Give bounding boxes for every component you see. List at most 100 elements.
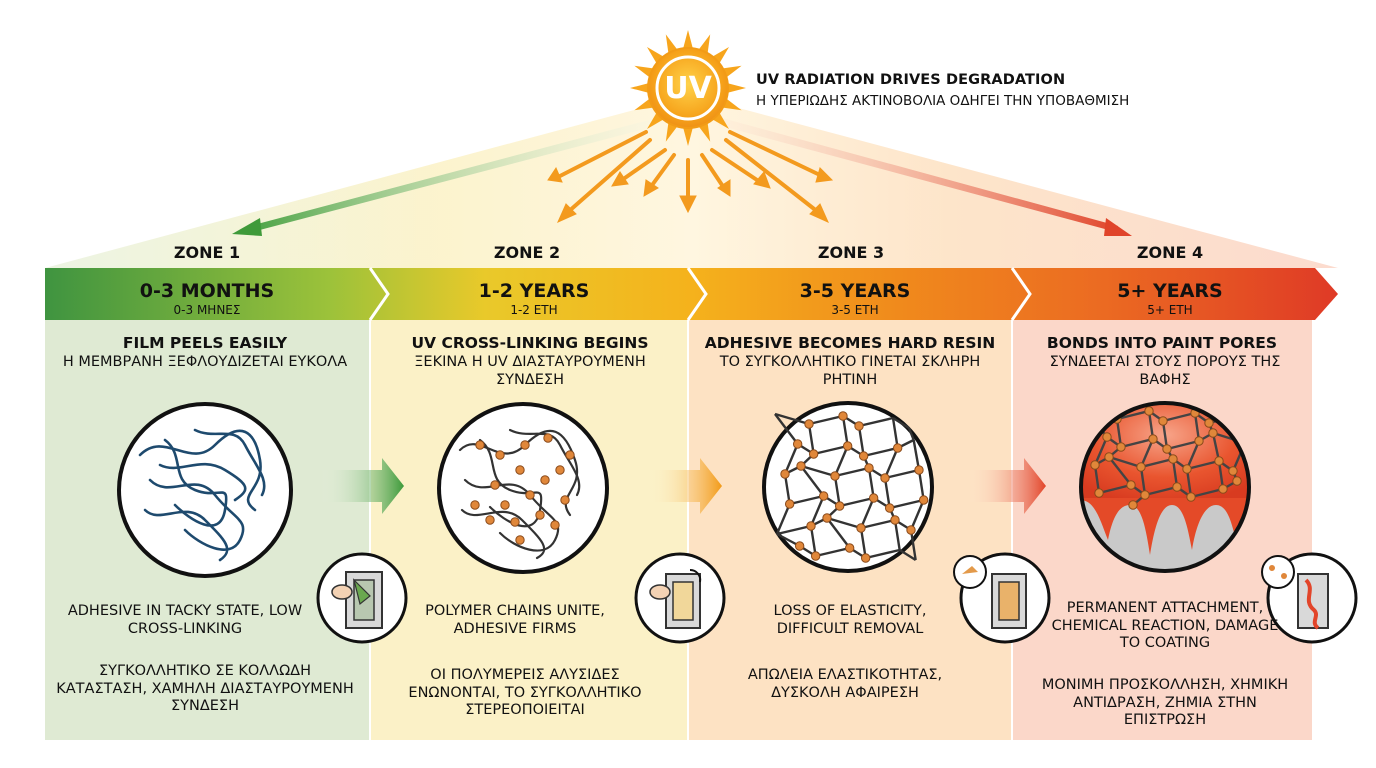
crosslink-node [495,450,505,460]
beam-to-zone-1 [250,118,660,232]
network-bond [859,527,867,559]
zone-2-label: ZONE 2 [493,243,561,262]
network-node [834,501,845,511]
network-node [830,471,840,481]
zone-3-description-gr: ΑΠΩΛΕΙΑ ΕΛΑΣΤΙΚΟΤΗΤΑΣ, ΔΥΣΚΟΛΗ ΑΦΑΙΡΕΣΗ [747,667,943,701]
network-node [1144,406,1154,416]
zone-arrow-1-to-2 [320,458,404,514]
zone-3-period-gr: 3-5 ΕΤΗ [831,303,879,317]
film-peeling-resistance-icon [634,552,726,644]
network-node [914,465,924,475]
network-bond [917,469,925,501]
network-node [822,513,832,523]
sun-spike [698,122,711,142]
zone-arrow-3-to-4 [968,458,1046,514]
network-node [1116,442,1126,452]
network-bond [1140,457,1174,469]
network-bond [1116,409,1150,421]
network-node [792,439,803,449]
network-bond [883,447,899,479]
uv-symbol-label: UV [664,71,712,106]
sun-spike [722,65,742,78]
network-node [1204,418,1214,428]
network-bond [1093,436,1109,466]
network-bond [889,498,924,510]
network-node [1186,492,1196,502]
zone-1-heading-gr: Η ΜΕΜΒΡΑΝΗ ΞΕΦΛΟΥΔΙΖΕΤΑΙ ΕΥΚΟΛΑ [62,354,348,370]
uv-sun-icon [630,30,746,146]
network-bond [800,464,836,478]
sun-spike [683,127,693,146]
network-node [890,515,900,525]
network-node [1228,466,1238,476]
network-bond [1185,468,1193,498]
network-node [1182,464,1192,474]
network-node [810,551,821,561]
network-node [1102,432,1112,442]
network-node [838,411,848,421]
network-bond [1211,432,1221,462]
crosslink-node [515,465,525,475]
zone-4-label: ZONE 4 [1136,243,1204,262]
coating-damage-icon [1261,552,1358,644]
zone-2-heading-gr: ΞΕΚΙΝΑ Η UV ΔΙΑΣΤΑΥΡΟΥΜΕΝΗ ΣΥΝΔΕΣΗ [414,354,646,388]
network-bond [912,439,921,471]
network-bond [863,446,898,458]
network-node [1162,444,1172,454]
network-node [1214,456,1224,466]
network-bond [834,466,870,478]
network-bond [774,412,810,426]
zone-3-heading-gr: ΤΟ ΣΥΓΚΟΛΛΗΤΙΚΟ ΓΙΝΕΤΑΙ ΣΚΛΗΡΗ ΡΗΤΙΝΗ [719,354,981,388]
network-bond [800,465,825,497]
network-node [808,449,819,459]
network-node [1148,434,1158,444]
network-bond [891,417,899,449]
network-bond [774,413,799,445]
crosslink-node [510,517,520,527]
crosslink-node [470,500,480,510]
network-node [1094,488,1104,498]
zone-4-description-gr: ΜΟΝΙΜΗ ΠΡΟΣΚΟΛΛΗΣΗ, ΧΗΜΙΚΗ ΑΝΤΙΔΡΑΣΗ, ΖΗ… [1041,677,1289,729]
sun-spike [722,98,742,111]
network-bond [899,548,917,562]
network-bond [884,468,920,480]
network-bond [783,473,791,505]
network-node [884,503,895,513]
network-bond [1162,411,1196,423]
sun-spike [727,83,746,93]
network-node [1128,500,1138,510]
zone-2-heading: UV CROSS-LINKING BEGINS [411,334,649,352]
crosslink-node [490,480,500,490]
network-bond [776,524,812,536]
zone-4-description: PERMANENT ATTACHMENT, CHEMICAL REACTION,… [1051,600,1279,652]
sun-spike [698,34,711,54]
network-node [806,521,816,531]
network-bond [841,415,849,447]
zone-1-period: 0-3 MONTHS [139,280,275,302]
network-bond [839,496,874,508]
network-bond [859,497,875,529]
network-node [1090,460,1100,470]
network-node [1218,484,1228,494]
network-bond [1108,456,1132,486]
network-bond [1144,485,1178,497]
network-bond [1217,460,1225,490]
brittle-film-flakes-icon [953,552,1051,644]
network-node [784,499,795,509]
network-node [794,541,805,551]
network-bond [893,519,901,551]
beam-arrowhead-zone-1 [232,218,262,236]
crosslink-node [565,450,575,460]
rigid-network-icon [762,401,934,573]
zone-1-label: ZONE 1 [173,243,241,262]
band-chevron-2 [686,267,708,321]
network-bond [1190,487,1224,499]
network-node [1158,416,1168,426]
zone-3-description: LOSS OF ELASTICITY, DIFFICULT REMOVAL [773,603,927,637]
network-node [860,553,871,563]
zone-2-description: POLYMER CHAINS UNITE, ADHESIVE FIRMS [425,603,605,637]
network-node [818,491,829,501]
network-node [858,451,869,461]
network-node [844,543,855,553]
network-node [1194,436,1204,446]
